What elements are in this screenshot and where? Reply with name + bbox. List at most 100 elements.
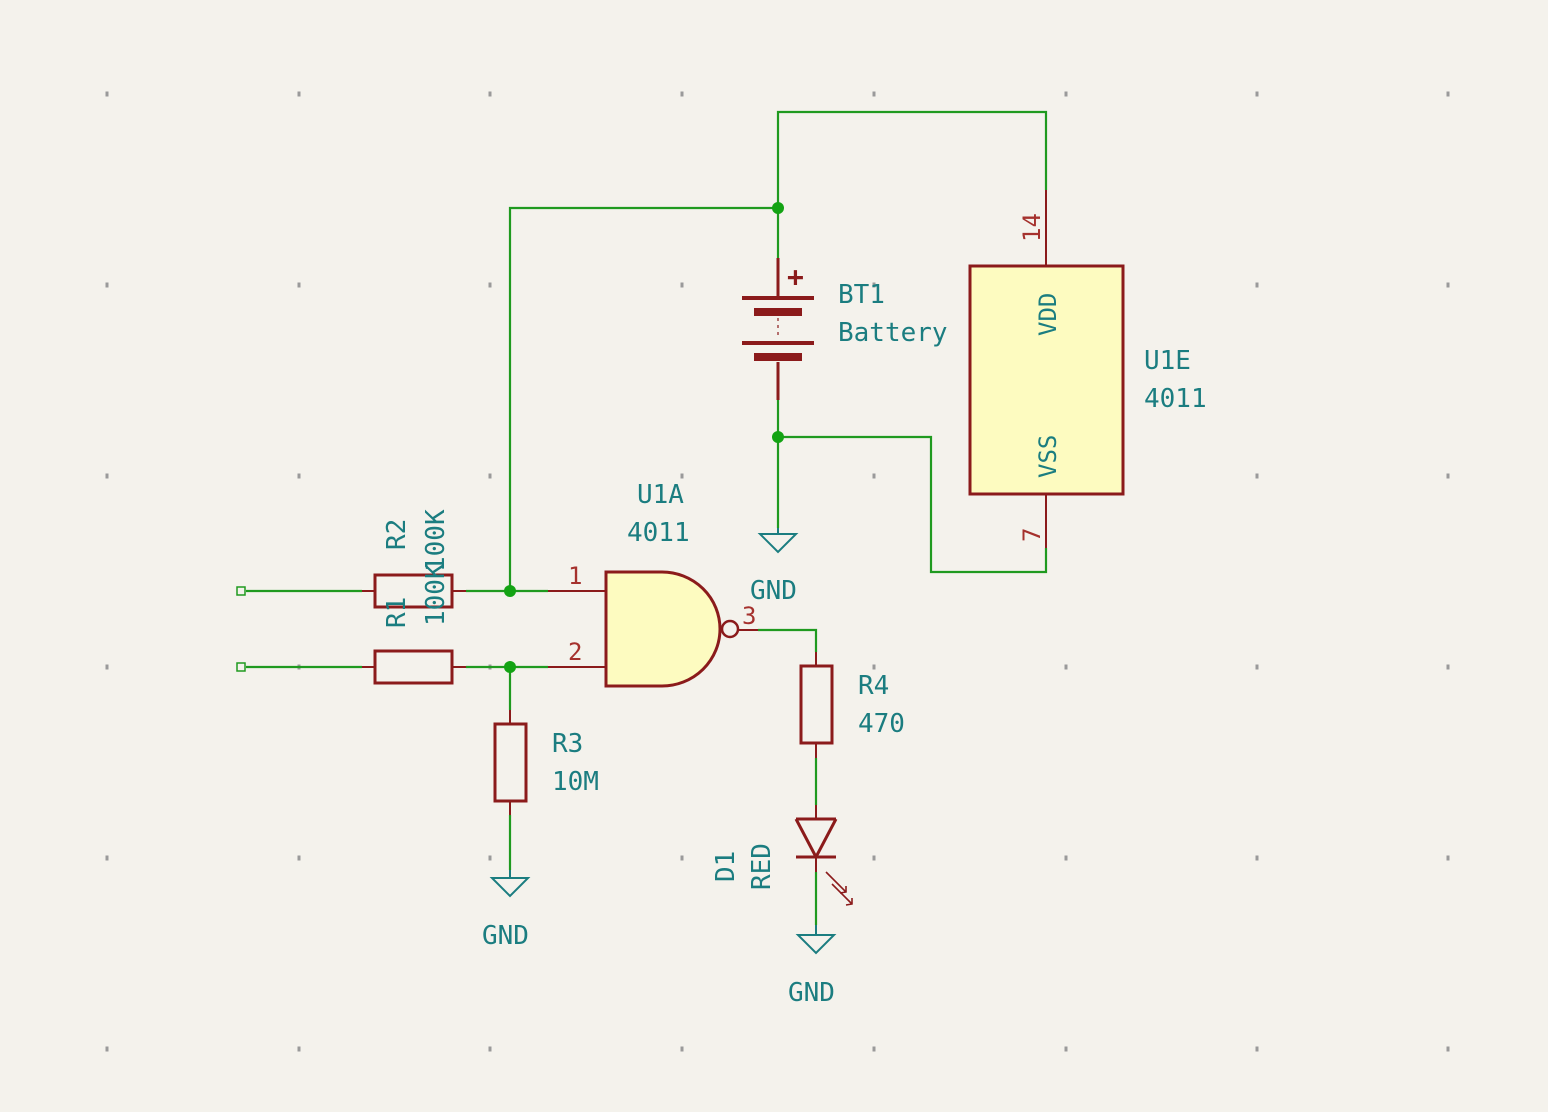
grid-dot: [680, 1046, 684, 1052]
grid-dot: [105, 1046, 109, 1052]
grid-dot: [680, 473, 684, 479]
d1-reference: D1: [711, 851, 741, 882]
grid-dot: [297, 282, 301, 288]
grid-dot: [1255, 1046, 1259, 1052]
junction-top: [772, 202, 784, 214]
grid-dot: [105, 282, 109, 288]
r4-reference: R4: [858, 671, 889, 701]
grid-dot: [1446, 473, 1450, 479]
grid-dot: [488, 91, 492, 97]
grid-dot: [105, 664, 109, 670]
grid-dot: [1446, 855, 1450, 861]
grid-dot: [297, 473, 301, 479]
u1a-pin-2-number: 2: [568, 638, 582, 666]
grid-dot: [872, 282, 876, 288]
grid-dot: [1255, 855, 1259, 861]
grid-dot: [1255, 664, 1259, 670]
grid-dot: [872, 1046, 876, 1052]
ground-icon: [489, 877, 531, 898]
grid-dot: [1255, 282, 1259, 288]
grid-dot: [1064, 1046, 1068, 1052]
grid-dot: [680, 855, 684, 861]
wire-vss[interactable]: [778, 435, 1048, 574]
bt1-plus-sign: +: [787, 260, 804, 293]
wire-vdd-top[interactable]: [776, 110, 1048, 208]
u1e-pin-14-number: 14: [1018, 213, 1046, 242]
grid-dot: [105, 91, 109, 97]
grid-dot: [1446, 91, 1450, 97]
u1e-body: [968, 264, 1125, 496]
resistor-r4[interactable]: [799, 652, 834, 758]
u1a-body: [604, 570, 722, 688]
r2-reference: R2: [382, 519, 412, 550]
grid-dot: [872, 855, 876, 861]
junction-battery-bottom: [772, 431, 784, 443]
grid-dot: [1064, 91, 1068, 97]
grid-dot: [1255, 473, 1259, 479]
r1-reference: R1: [382, 597, 412, 628]
grid-dot: [872, 473, 876, 479]
grid-dot: [1064, 855, 1068, 861]
u1a-reference: U1A: [637, 480, 684, 510]
wire-out[interactable]: [758, 628, 818, 652]
gnd-symbol-r3[interactable]: [489, 870, 531, 898]
grid-dot: [488, 282, 492, 288]
wire-vdd-left[interactable]: [508, 206, 778, 590]
battery-bt1[interactable]: +: [742, 258, 814, 400]
junction-in2: [504, 661, 516, 673]
r3-value: 10M: [552, 767, 599, 797]
grid-dot: [680, 282, 684, 288]
resistor-r2[interactable]: [362, 573, 466, 609]
r3-body: [493, 722, 528, 803]
grid-dot: [105, 855, 109, 861]
d1-light-arrows: [825, 871, 853, 906]
ground-icon: [795, 934, 837, 955]
u1a-pin-1-number: 1: [568, 562, 582, 590]
r1-value: 100K: [421, 563, 451, 626]
grid-dot: [1446, 664, 1450, 670]
u1a-value: 4011: [627, 518, 690, 548]
u1e-value: 4011: [1144, 384, 1207, 414]
grid-dot: [872, 664, 876, 670]
r2-value: 100K: [421, 509, 451, 572]
resistor-r1[interactable]: [362, 649, 466, 685]
grid-dot: [488, 1046, 492, 1052]
input-ports: [236, 586, 246, 672]
gnd-symbol-d1[interactable]: [795, 925, 837, 955]
grid-dot: [488, 855, 492, 861]
r4-body: [799, 664, 834, 745]
gnd-top-label: GND: [750, 576, 797, 606]
grid-dot: [872, 91, 876, 97]
grid-dot: [1446, 1046, 1450, 1052]
junction-in1: [504, 585, 516, 597]
r3-reference: R3: [552, 729, 583, 759]
led-d1[interactable]: [794, 805, 853, 906]
grid-dot: [297, 91, 301, 97]
grid-dot: [1255, 91, 1259, 97]
grid-dot: [680, 91, 684, 97]
grid-dot: [1064, 664, 1068, 670]
u1a-inversion-bubble: [720, 619, 740, 639]
r4-value: 470: [858, 709, 905, 739]
u1e-pin-vdd-name: VDD: [1034, 293, 1062, 336]
wires: [246, 110, 1048, 925]
gnd-r3-label: GND: [482, 921, 529, 951]
grid-dot: [105, 473, 109, 479]
resistor-r3[interactable]: [493, 710, 528, 815]
grid-dot: [297, 855, 301, 861]
grid-dot: [297, 1046, 301, 1052]
d1-triangle: [794, 818, 838, 861]
nand-gate-u1a[interactable]: 1 2 3: [548, 562, 758, 688]
u1e-reference: U1E: [1144, 346, 1191, 376]
gnd-symbol-top[interactable]: [757, 528, 799, 554]
d1-value: RED: [747, 843, 777, 890]
input-port-2[interactable]: [236, 662, 246, 672]
ic-u1e[interactable]: 14 7 VDD VSS: [968, 190, 1125, 548]
bt1-value: Battery: [838, 318, 948, 348]
grid-dot: [488, 473, 492, 479]
bt1-reference: BT1: [838, 280, 885, 310]
r1-body: [373, 649, 454, 685]
input-port-1[interactable]: [236, 586, 246, 596]
